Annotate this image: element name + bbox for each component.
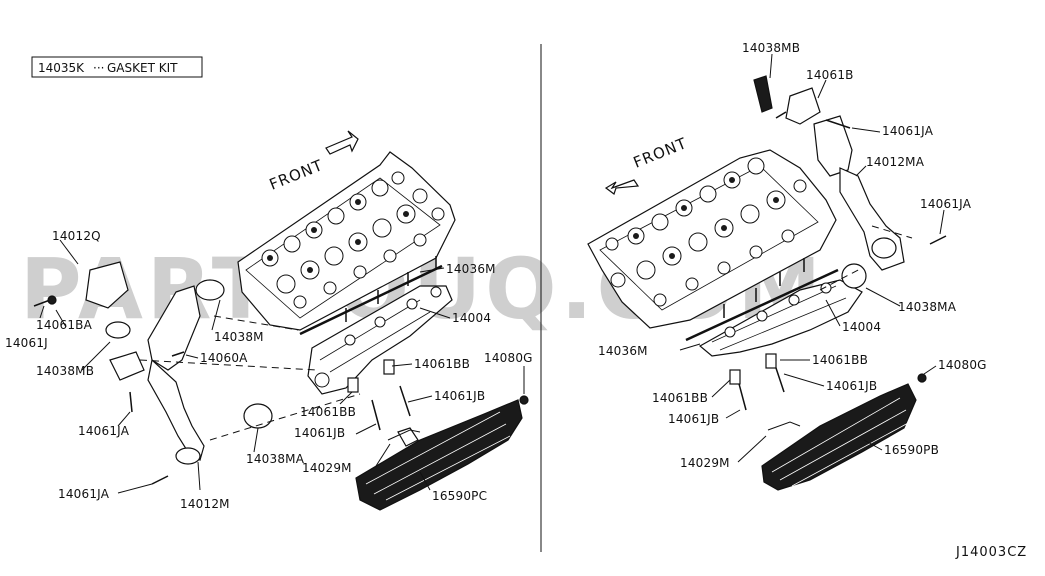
catalyst-bolts-left <box>33 299 185 485</box>
label-14080G-right: 14080G <box>938 358 987 372</box>
gasket-14038MA-right <box>841 263 867 289</box>
heat-shield-right <box>761 383 917 491</box>
label-14029M-left: 14029M <box>302 461 352 475</box>
stud-14061BB-left-a <box>347 377 359 393</box>
cylinder-head-left <box>237 151 456 331</box>
label-14012Q: 14012Q <box>52 229 101 243</box>
label-14038M: 14038M <box>214 330 264 344</box>
leader-lines-left <box>39 239 525 494</box>
stud-14061BB-left-b <box>383 359 395 375</box>
nut-14080G-left <box>519 395 529 405</box>
front-label-left: FRONT <box>267 156 326 194</box>
gasket-kit-text: GASKET KIT <box>107 61 178 75</box>
label-14038MB-right: 14038MB <box>742 41 800 55</box>
label-14061B: 14061B <box>806 68 854 82</box>
label-14061JA-left-a: 14061JA <box>78 424 130 438</box>
label-14038MA-right: 14038MA <box>898 300 957 314</box>
label-14061BB-right-a: 14061BB <box>812 353 868 367</box>
label-14061J: 14061J <box>5 336 48 350</box>
gasket-14038MA-left <box>243 403 273 429</box>
label-14061JA-left-b: 14061JA <box>58 487 110 501</box>
gasket-kit-separator: ··· <box>93 61 104 75</box>
label-14038MA-left: 14038MA <box>246 452 305 466</box>
label-14038MB-left: 14038MB <box>36 364 94 378</box>
front-arrow-icon-left <box>325 130 359 155</box>
label-14061BB-left-a: 14061BB <box>414 357 470 371</box>
label-14061BA: 14061BA <box>36 318 93 332</box>
gasket-kit-number: 14035K <box>38 61 85 75</box>
front-arrow-right: FRONT <box>604 134 690 195</box>
nut-14061BA <box>47 295 57 305</box>
label-14061JB-left-b: 14061JB <box>294 426 345 440</box>
leader-lines-right <box>679 53 945 463</box>
front-arrow-icon-right <box>604 179 640 195</box>
stud-14061BB-right-b <box>765 353 777 369</box>
stud-14061BB-right-a <box>729 369 741 385</box>
gasket-14038MB-right <box>753 75 773 113</box>
label-14012MA: 14012MA <box>866 155 925 169</box>
label-14004-right: 14004 <box>842 320 881 334</box>
gasket-kit-box <box>31 56 203 78</box>
label-14029M-right: 14029M <box>680 456 730 470</box>
catalyst-converter-left <box>85 261 273 465</box>
catalyst-converter-right <box>753 75 905 289</box>
manifold-gasket-left <box>299 264 443 336</box>
nut-14080G-right <box>917 373 927 383</box>
label-14061JA-right-a: 14061JA <box>882 124 934 138</box>
label-14004-left: 14004 <box>452 311 491 325</box>
diagram-code: J14003CZ <box>955 545 1027 560</box>
gasket-14038MB-left <box>105 321 131 339</box>
label-16590PC: 16590PC <box>432 489 487 503</box>
label-14061JB-left-a: 14061JB <box>434 389 485 403</box>
label-14061BB-right-b: 14061BB <box>652 391 708 405</box>
label-14036M-left: 14036M <box>446 262 496 276</box>
exhaust-manifold-right <box>698 279 863 357</box>
flange-14012Q <box>85 261 129 309</box>
label-14060A: 14060A <box>200 351 248 365</box>
label-14012M: 14012M <box>180 497 230 511</box>
bracket-14029M-right <box>767 421 801 431</box>
manifold-gasket-right <box>685 268 839 342</box>
label-14061JB-right-a: 14061JB <box>826 379 877 393</box>
heat-shield-left <box>355 399 523 511</box>
label-14061JB-right-b: 14061JB <box>668 412 719 426</box>
label-14080G-left: 14080G <box>484 351 533 365</box>
label-14061JA-right-b: 14061JA <box>920 197 972 211</box>
gasket-14038M <box>195 279 225 301</box>
front-arrow-left: FRONT <box>267 130 359 194</box>
exhaust-manifold-left <box>307 285 453 395</box>
label-16590PB: 16590PB <box>884 443 939 457</box>
bracket-14029M-left <box>387 429 421 441</box>
gasket-kit-note: 14035K ··· GASKET KIT <box>31 56 203 78</box>
label-14061BB-left-b: 14061BB <box>300 405 356 419</box>
cylinder-head-right <box>587 149 837 329</box>
label-14036M-right: 14036M <box>598 344 648 358</box>
front-label-right: FRONT <box>631 134 690 172</box>
catalyst-bolts-right <box>775 111 947 245</box>
